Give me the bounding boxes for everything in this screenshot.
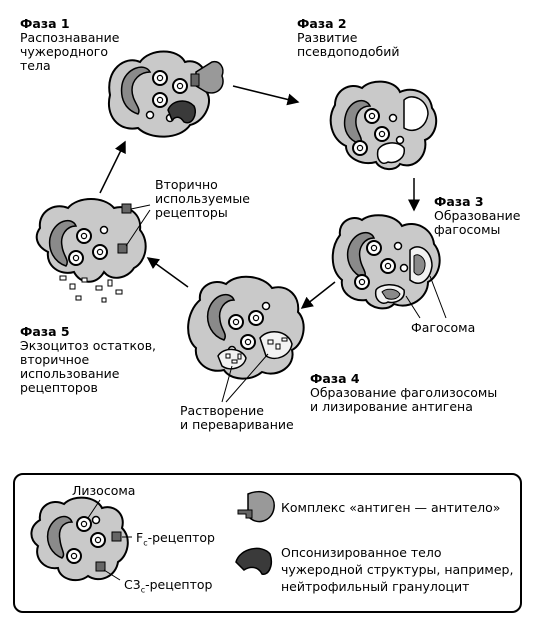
opsonized-line: нейтрофильный гранулоцит (281, 579, 470, 594)
c3-receptor-label: C3c-рецептор (124, 576, 212, 599)
fc-receptor-label: Fc-рецептор (136, 529, 215, 552)
phase5-label: Фаза 5 Экзоцитоз остатков, вторичное исп… (20, 325, 156, 395)
antigen-antibody-label: Комплекс «антиген — антитело» (281, 500, 501, 515)
phase1-label: Фаза 1 Распознавание чужеродного тела (20, 17, 119, 73)
legend-box (13, 473, 522, 613)
secondary-receptors-line: Вторично (155, 177, 218, 192)
phase5-line: рецепторов (20, 380, 98, 395)
phase2-title: Фаза 2 (297, 16, 347, 31)
arrow-1-2 (232, 85, 300, 106)
phase3-cell (331, 214, 447, 319)
secondary-receptors-label: Вторично используемые рецепторы (155, 178, 250, 220)
phase3-title: Фаза 3 (434, 194, 484, 209)
phase1-line: тела (20, 58, 51, 73)
phase3-label: Фаза 3 Образование фагосомы (434, 195, 520, 237)
phase2-cell (329, 80, 438, 170)
opsonized-body-icon (235, 547, 273, 575)
phase2-line: Развитие (297, 30, 358, 45)
phase5-cell (35, 198, 151, 303)
fc-receptor-rest: -рецептор (147, 530, 215, 545)
phase5-title: Фаза 5 (20, 324, 70, 339)
phagosome-label: Фагосома (411, 321, 475, 335)
dissolution-line: Растворение (180, 403, 264, 418)
phase4-title: Фаза 4 (310, 371, 360, 386)
phase4-line: Образование фаголизосомы (310, 385, 498, 400)
phase3-line: Образование (434, 208, 521, 223)
arrow-3-4 (300, 281, 336, 309)
phase2-label: Фаза 2 Развитие псевдоподобий (297, 17, 399, 59)
phase4-cell (187, 275, 305, 403)
arrow-5-1 (99, 140, 126, 194)
lysosome-label: Лизосома (72, 483, 136, 498)
c3-receptor-rest: -рецептор (145, 577, 213, 592)
phagosome-text: Фагосома (411, 320, 476, 335)
phase5-line: использование (20, 366, 120, 381)
phase5-line: вторичное (20, 352, 90, 367)
opsonized-line: Опсонизированное тело (281, 545, 442, 560)
opsonized-line: чужеродной структуры, например, (281, 562, 514, 577)
c3-receptor-sub: c (140, 585, 146, 595)
c3-receptor-main: C3 (124, 577, 141, 592)
arrow-4-5 (146, 257, 189, 288)
phase5-line: Экзоцитоз остатков, (20, 338, 157, 353)
phase2-line: псевдоподобий (297, 44, 400, 59)
legend-cell (30, 496, 132, 582)
secondary-receptors-line: используемые (155, 191, 250, 206)
phase1-line: чужеродного (20, 44, 108, 59)
opsonized-label: Опсонизированное тело чужеродной структу… (281, 544, 513, 595)
phase4-line: и лизирование антигена (310, 399, 473, 414)
phase1-cell (107, 50, 224, 138)
antigen-antibody-icon (237, 490, 275, 523)
dissolution-label: Растворение и переваривание (180, 404, 294, 432)
secondary-receptors-line: рецепторы (155, 205, 228, 220)
phase4-label: Фаза 4 Образование фаголизосомы и лизиро… (310, 372, 497, 414)
phase1-line: Распознавание (20, 30, 120, 45)
dissolution-line: и переваривание (180, 417, 294, 432)
fc-receptor-sub: c (143, 538, 148, 548)
phase1-title: Фаза 1 (20, 16, 70, 31)
phase3-line: фагосомы (434, 222, 501, 237)
fc-receptor-main: F (136, 530, 144, 545)
